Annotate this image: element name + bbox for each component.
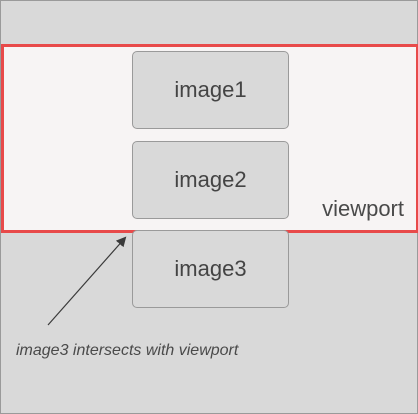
- viewport-label: viewport: [322, 196, 404, 221]
- arrow-line: [47, 236, 127, 326]
- image3-label: image3: [174, 256, 247, 281]
- image2-box: image2: [132, 141, 289, 219]
- image3-box: image3: [132, 230, 289, 308]
- image2-label: image2: [174, 167, 247, 192]
- image1-label: image1: [174, 77, 247, 102]
- image1-box: image1: [132, 51, 289, 129]
- annotation-caption: image3 intersects with viewport: [16, 342, 239, 359]
